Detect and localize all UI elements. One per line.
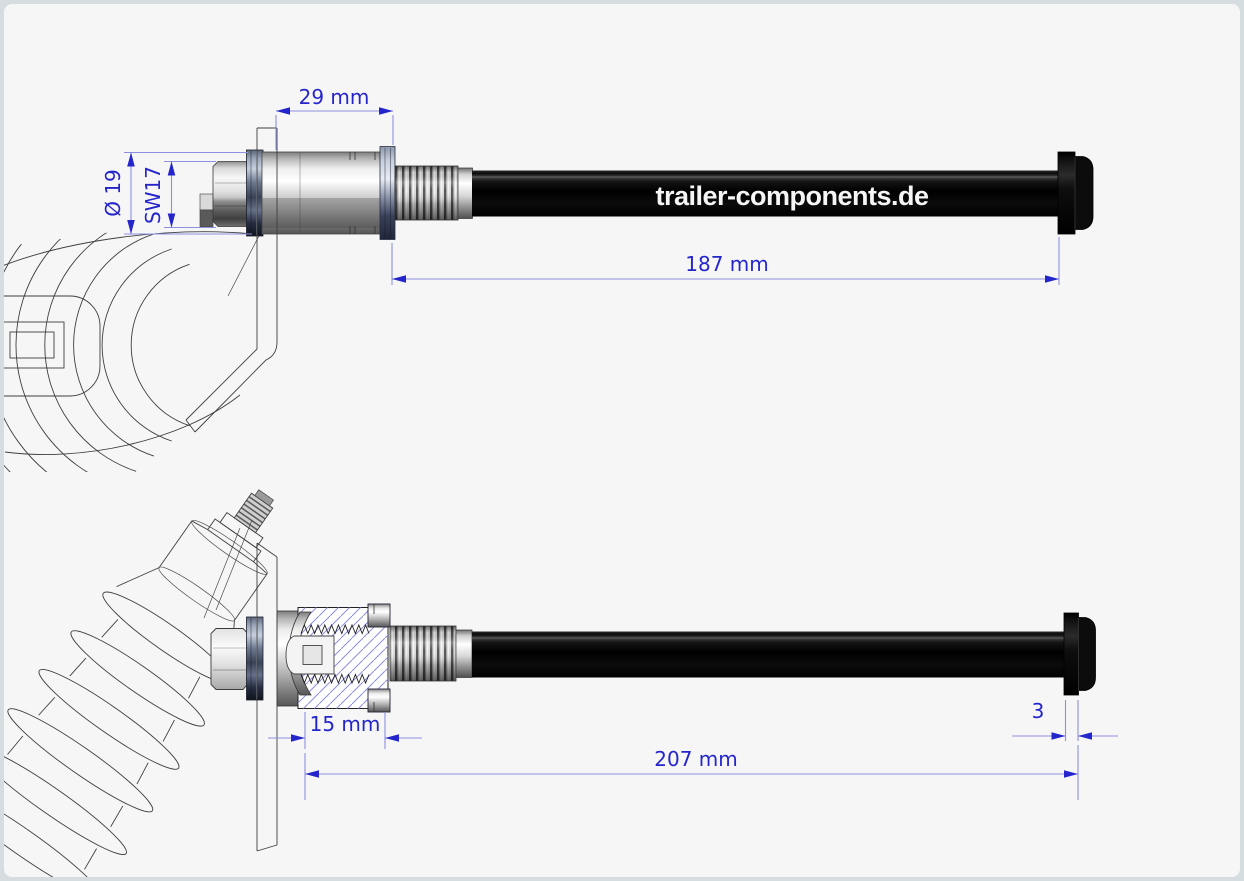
axle-head-flange-bottom <box>1063 612 1079 696</box>
shaft-collar-top <box>457 167 473 219</box>
brand-label: trailer-components.de <box>655 181 929 211</box>
shaft-collar-bottom <box>455 629 473 678</box>
dimension-29mm: 29 mm <box>275 85 394 150</box>
coupling-bellows-wireframe-top <box>4 228 263 472</box>
bottom-view-section: 15 mm 3 207 mm <box>4 489 1118 877</box>
hex-socket <box>302 645 323 665</box>
sectioned-sleeve <box>285 603 391 713</box>
washer-stack-top <box>246 149 264 237</box>
thread-section-top <box>394 165 459 221</box>
dim-label-207mm: 207 mm <box>654 747 738 771</box>
dimension-15mm: 15 mm <box>268 712 422 749</box>
top-view-assembly: trailer-components.de 29 mm Ø 19 SW17 <box>4 85 1094 472</box>
fastener-assembly-top <box>199 146 473 240</box>
fastener-assembly-bottom <box>210 610 299 707</box>
technical-drawing: trailer-components.de 29 mm Ø 19 SW17 <box>4 85 1118 877</box>
dim-label-dia19: Ø 19 <box>101 169 125 217</box>
dimension-3: 3 <box>1012 699 1118 741</box>
coupling-bellows-wireframe-bottom <box>4 489 274 877</box>
dim-label-187mm: 187 mm <box>685 252 769 276</box>
axle-head-cap-bottom <box>1078 617 1096 691</box>
thread-section-bottom <box>389 625 457 682</box>
axle-shaft-bottom <box>389 612 1096 696</box>
dim-label-29mm: 29 mm <box>299 85 370 109</box>
dimension-dia19: Ø 19 <box>101 151 252 235</box>
axle-head-flange-top <box>1057 151 1076 235</box>
axle-head-cap-top <box>1074 156 1094 230</box>
axle-shaft-top: trailer-components.de <box>472 151 1094 235</box>
mounting-plate-top <box>185 127 278 433</box>
internal-thread-bottom <box>300 673 370 685</box>
mounting-plate-bottom <box>256 542 278 852</box>
dimension-207mm: 207 mm <box>304 745 1079 800</box>
washer-stack-bottom <box>246 616 264 701</box>
stud-tip <box>199 193 214 211</box>
dimension-187mm: 187 mm <box>391 237 1060 285</box>
dim-label-15mm: 15 mm <box>310 712 381 736</box>
hex-nut-bottom <box>210 628 250 690</box>
dim-label-sw17: SW17 <box>141 166 165 224</box>
internal-thread-top <box>300 623 370 635</box>
dim-label-3: 3 <box>1032 699 1045 723</box>
sleeve-flange-top <box>379 146 396 240</box>
flange-tab-bottom <box>367 688 391 713</box>
drawing-canvas: trailer-components.de 29 mm Ø 19 SW17 <box>4 4 1240 877</box>
dimension-sw17: SW17 <box>141 160 216 229</box>
clamp-sleeve-top <box>261 151 383 235</box>
flange-tab-top <box>367 603 391 628</box>
